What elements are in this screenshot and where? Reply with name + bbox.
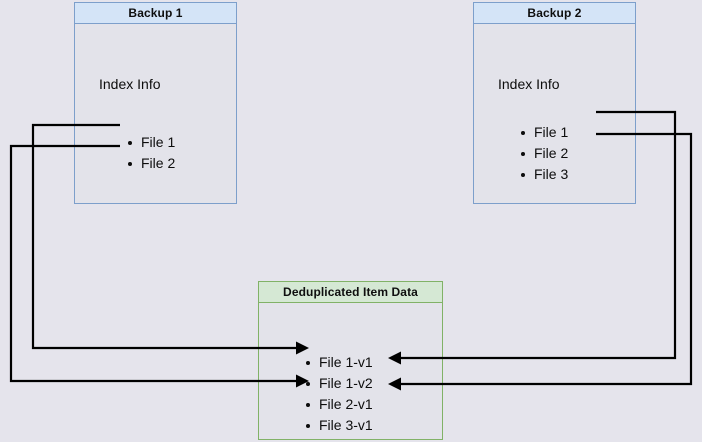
backup1-file-list: File 1 File 2	[125, 132, 175, 174]
list-item[interactable]: File 1-v1	[303, 352, 373, 373]
list-item[interactable]: File 2-v1	[303, 394, 373, 415]
list-item[interactable]: File 2	[125, 153, 175, 174]
list-item[interactable]: File 3-v1	[303, 415, 373, 436]
list-item[interactable]: File 1-v2	[303, 373, 373, 394]
backup2-file-list: File 1 File 2 File 3	[518, 122, 568, 185]
dedup-item-list: File 1-v1 File 1-v2 File 2-v1 File 3-v1	[303, 352, 373, 436]
list-item[interactable]: File 2	[518, 143, 568, 164]
list-item[interactable]: File 1	[125, 132, 175, 153]
dedup-title: Deduplicated Item Data	[258, 281, 443, 303]
backup1-title: Backup 1	[74, 2, 237, 24]
backup2-body: Index Info File 1 File 2 File 3	[473, 24, 636, 204]
backup2-index-label: Index Info	[498, 76, 560, 92]
list-item[interactable]: File 3	[518, 164, 568, 185]
backup1-box[interactable]: Backup 1 Index Info File 1 File 2	[74, 2, 237, 204]
backup1-body: Index Info File 1 File 2	[74, 24, 237, 204]
list-item[interactable]: File 1	[518, 122, 568, 143]
dedup-body: File 1-v1 File 1-v2 File 2-v1 File 3-v1	[258, 303, 443, 440]
backup2-title: Backup 2	[473, 2, 636, 24]
deduplicated-item-data-box[interactable]: Deduplicated Item Data File 1-v1 File 1-…	[258, 281, 443, 440]
backup2-box[interactable]: Backup 2 Index Info File 1 File 2 File 3	[473, 2, 636, 204]
backup1-index-label: Index Info	[99, 76, 161, 92]
